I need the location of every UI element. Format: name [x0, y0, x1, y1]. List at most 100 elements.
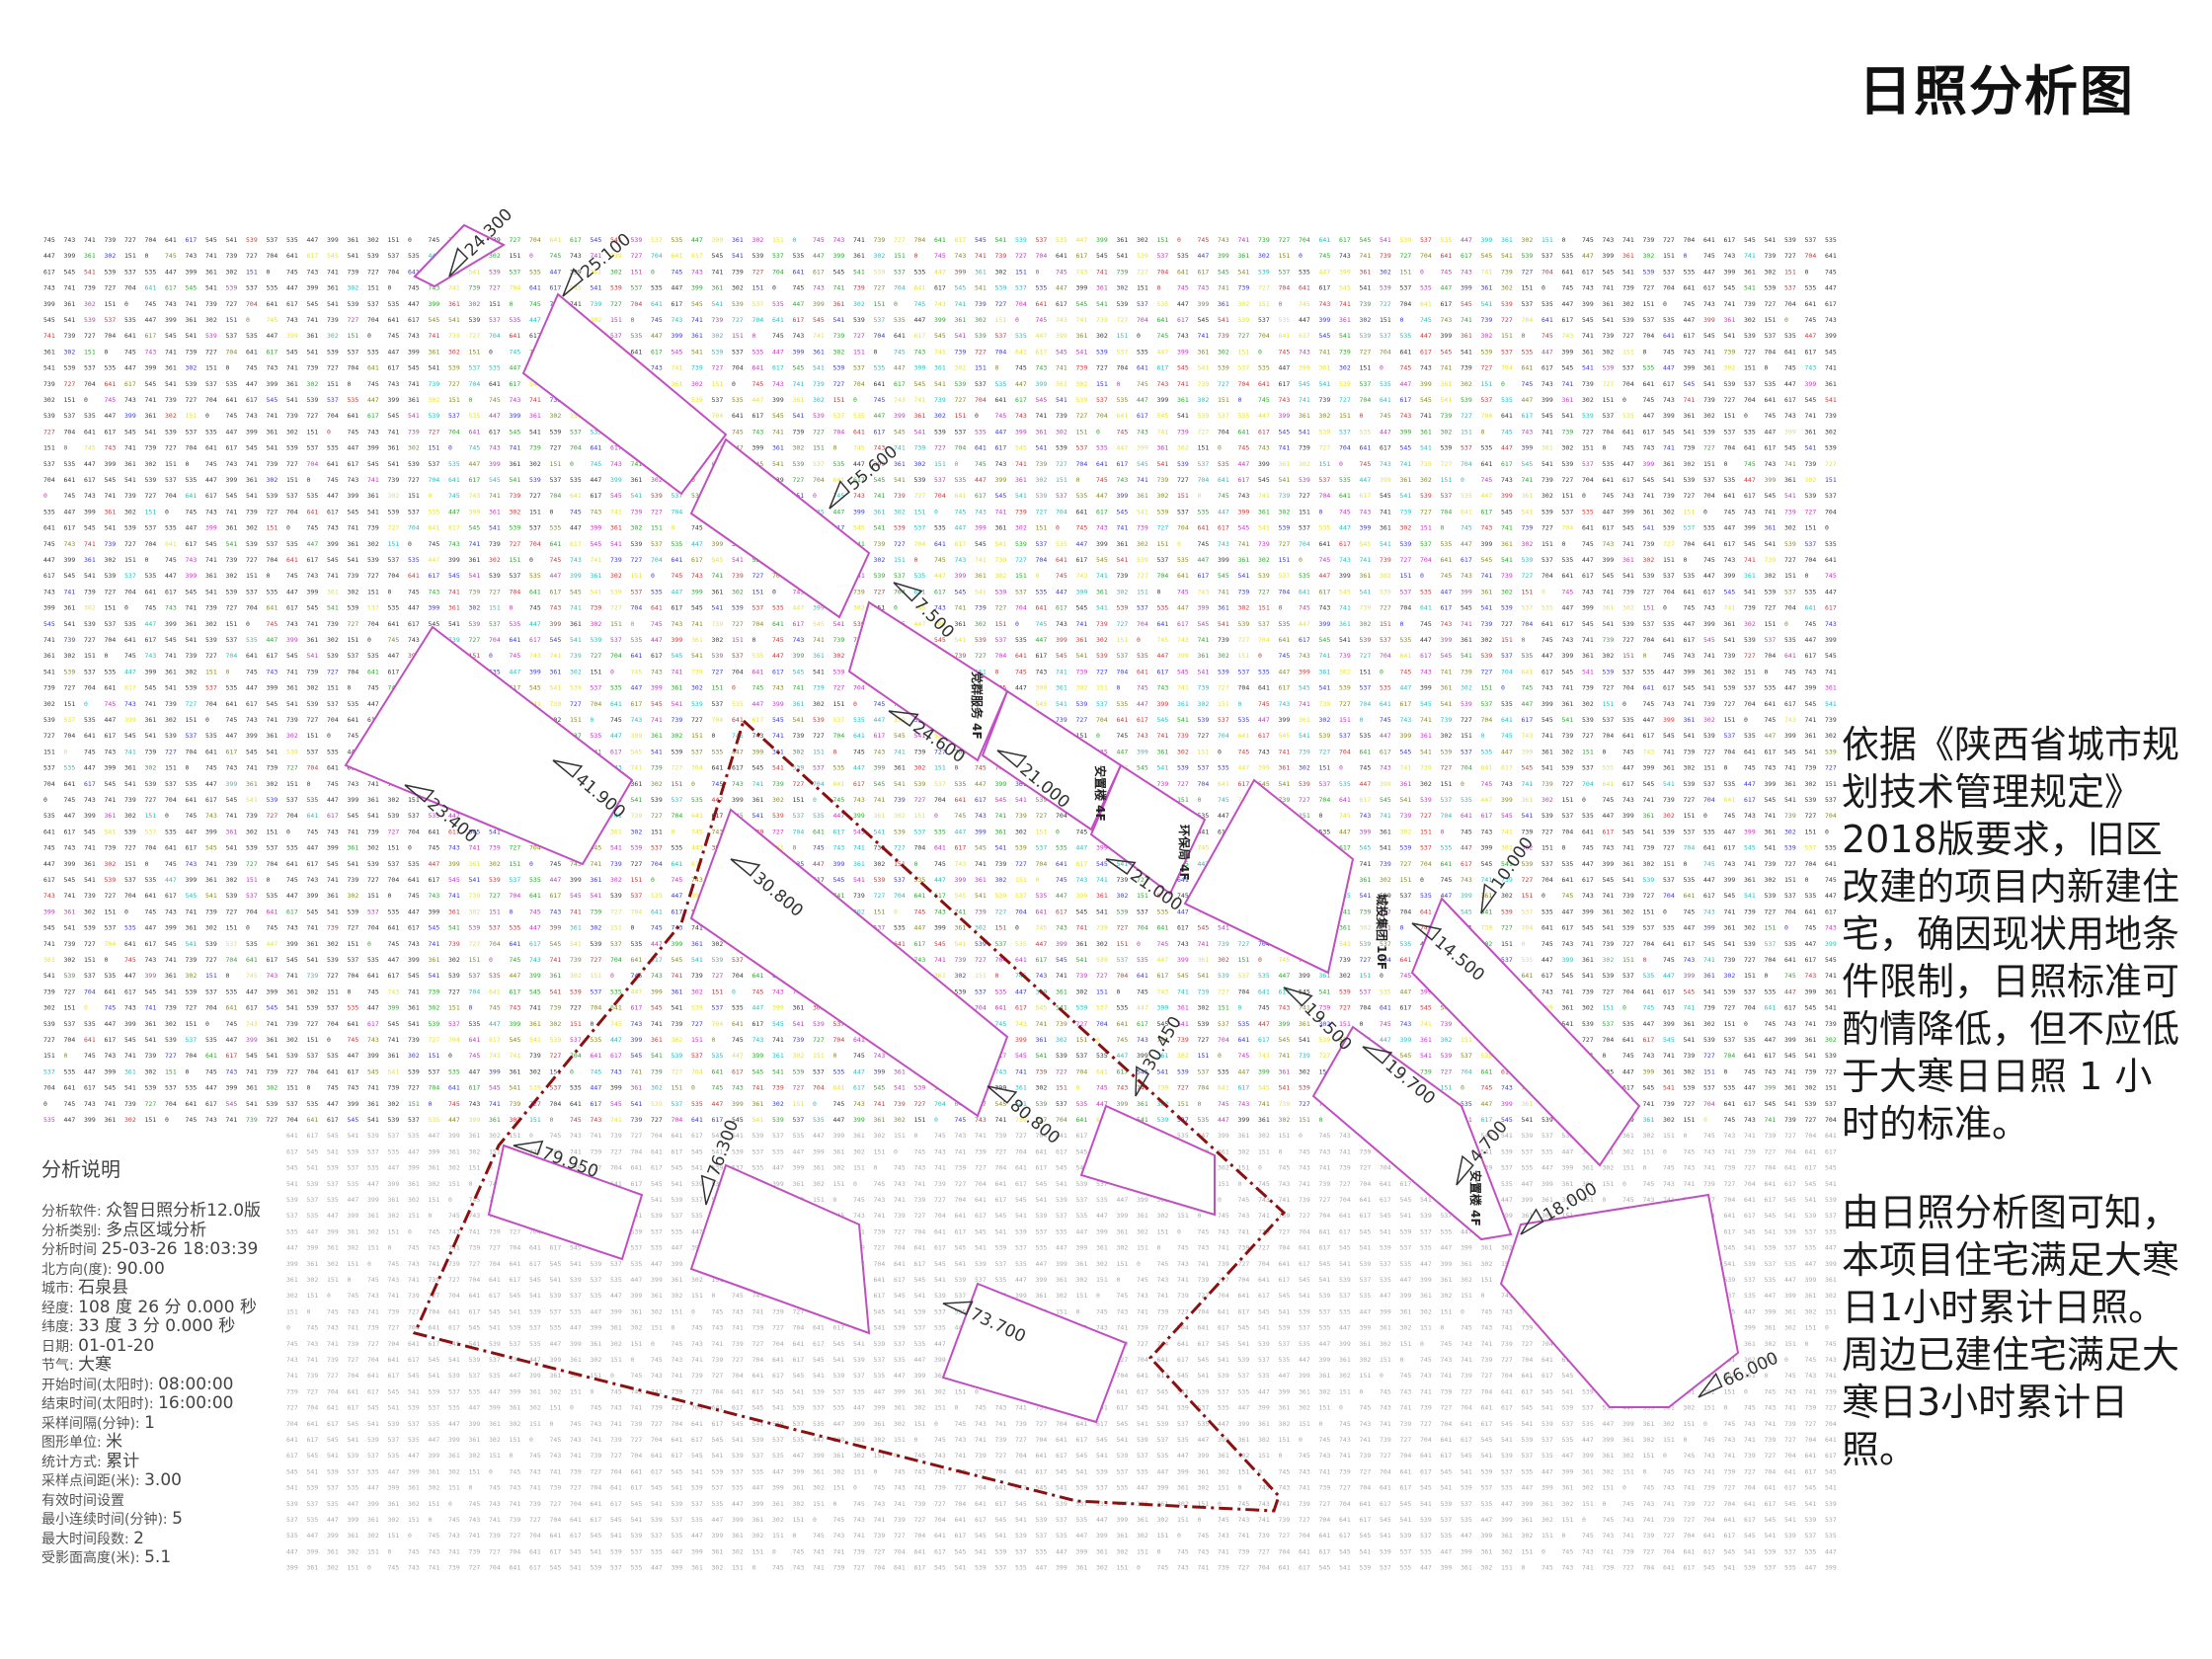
- grid-value: 743: [570, 860, 582, 868]
- grid-value: 739: [1157, 1084, 1169, 1092]
- grid-value: 0: [1622, 700, 1626, 708]
- grid-value: 741: [1461, 620, 1472, 628]
- grid-value: 151: [1501, 940, 1513, 948]
- grid-value: 617: [752, 716, 764, 724]
- grid-value: 704: [1684, 540, 1696, 548]
- grid-value: 541: [631, 796, 643, 804]
- grid-value: 541: [1096, 300, 1108, 308]
- grid-value: 617: [1218, 524, 1229, 532]
- grid-value: 741: [348, 828, 359, 835]
- grid-value: 361: [124, 460, 136, 468]
- grid-value: 741: [995, 812, 1007, 820]
- grid-value: 641: [1015, 956, 1027, 964]
- grid-value: 539: [610, 588, 622, 595]
- grid-value: 151: [348, 636, 359, 644]
- grid-value: 535: [510, 924, 521, 932]
- grid-value: 535: [853, 716, 865, 724]
- grid-value: 545: [1603, 876, 1615, 884]
- grid-value: 399: [752, 444, 764, 452]
- grid-value: 743: [1258, 1052, 1270, 1060]
- grid-value: 641: [691, 1116, 703, 1124]
- grid-value: 617: [1400, 1004, 1412, 1012]
- grid-value: 617: [955, 540, 967, 548]
- grid-value: 0: [510, 604, 514, 612]
- grid-value: 399: [246, 1036, 258, 1044]
- grid-value: 399: [1380, 476, 1391, 484]
- grid-value: 545: [1198, 620, 1210, 628]
- grid-value: 541: [1501, 252, 1513, 260]
- grid-value: 537: [1703, 1084, 1715, 1092]
- grid-value: 743: [1319, 604, 1331, 612]
- grid-value: 727: [348, 620, 359, 628]
- grid-value: 743: [1157, 988, 1169, 995]
- grid-value: 704: [1400, 908, 1412, 915]
- grid-value: 541: [995, 844, 1007, 852]
- grid-value: 741: [1663, 1052, 1675, 1060]
- grid-value: 535: [348, 700, 359, 708]
- grid-value: 302: [1744, 620, 1756, 628]
- grid-value: 537: [1177, 508, 1189, 515]
- grid-value: 535: [388, 300, 400, 308]
- grid-value: 745: [327, 780, 339, 788]
- grid-value: 727: [691, 716, 703, 724]
- grid-value: 151: [246, 572, 258, 580]
- grid-value: 743: [246, 412, 258, 420]
- grid-value: 399: [1117, 1100, 1129, 1108]
- grid-value: 447: [1157, 652, 1169, 660]
- grid-value: 539: [1703, 1036, 1715, 1044]
- grid-value: 641: [1177, 572, 1189, 580]
- grid-value: 539: [43, 716, 55, 724]
- grid-value: 739: [955, 652, 967, 660]
- grid-value: 535: [1703, 828, 1715, 835]
- grid-value: 641: [1441, 252, 1453, 260]
- grid-value: 545: [1481, 860, 1493, 868]
- grid-value: 151: [813, 1052, 825, 1060]
- grid-value: 641: [124, 636, 136, 644]
- grid-value: 361: [327, 588, 339, 595]
- grid-value: 541: [793, 412, 805, 420]
- grid-value: 617: [1137, 716, 1148, 724]
- grid-value: 743: [348, 1084, 359, 1092]
- grid-value: 727: [529, 492, 541, 500]
- grid-value: 739: [1582, 380, 1594, 388]
- grid-value: 541: [1622, 268, 1634, 276]
- grid-value: 151: [793, 796, 805, 804]
- grid-value: 617: [1744, 796, 1756, 804]
- grid-value: 727: [752, 268, 764, 276]
- grid-value: 0: [1218, 748, 1222, 755]
- grid-value: 745: [1279, 956, 1291, 964]
- grid-value: 539: [1157, 1116, 1169, 1124]
- grid-value: 739: [1663, 1100, 1675, 1108]
- grid-value: 541: [1724, 940, 1736, 948]
- grid-value: 361: [1279, 460, 1291, 468]
- grid-value: 704: [348, 668, 359, 675]
- grid-value: 539: [1765, 284, 1777, 292]
- grid-value: 447: [1177, 908, 1189, 915]
- grid-value: 704: [165, 492, 177, 500]
- grid-value: 741: [1137, 476, 1148, 484]
- grid-value: 361: [813, 652, 825, 660]
- grid-value: 302: [1258, 556, 1270, 564]
- grid-value: 617: [1784, 700, 1796, 708]
- grid-value: 447: [1441, 892, 1453, 900]
- grid-value: 302: [1177, 748, 1189, 755]
- grid-value: 151: [1724, 412, 1736, 420]
- grid-value: 741: [772, 1036, 784, 1044]
- grid-value: 539: [1784, 844, 1796, 852]
- grid-value: 617: [1522, 716, 1534, 724]
- grid-value: 617: [1825, 300, 1837, 308]
- grid-value: 704: [1218, 1036, 1229, 1044]
- grid-value: 535: [145, 876, 157, 884]
- grid-value: 745: [64, 492, 76, 500]
- grid-value: 361: [712, 284, 724, 292]
- grid-value: 541: [1541, 460, 1553, 468]
- grid-value: 537: [1015, 892, 1027, 900]
- grid-value: 743: [1319, 300, 1331, 308]
- grid-value: 535: [610, 988, 622, 995]
- grid-value: 727: [510, 540, 521, 548]
- grid-value: 739: [1441, 412, 1453, 420]
- grid-value: 537: [246, 284, 258, 292]
- grid-value: 704: [1622, 380, 1634, 388]
- grid-value: 704: [286, 508, 298, 515]
- grid-value: 617: [1724, 236, 1736, 244]
